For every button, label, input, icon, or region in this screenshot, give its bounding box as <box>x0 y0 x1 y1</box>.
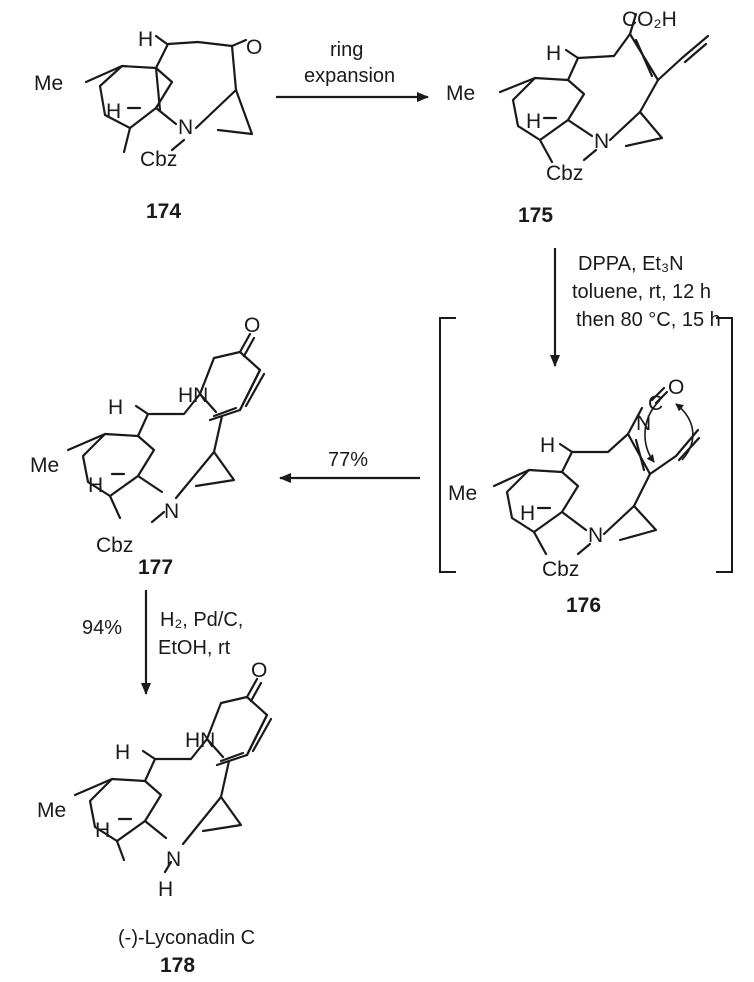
h-label-174a: H <box>138 28 153 51</box>
step4-line1: H₂, Pd/C, <box>160 609 243 631</box>
compound-number-174: 174 <box>146 200 181 223</box>
compound-number-177: 177 <box>138 556 173 579</box>
n-label-174: N <box>178 116 193 139</box>
h-label-178b: H <box>95 819 110 842</box>
compound-178 <box>73 677 273 874</box>
cbz-label-177: Cbz <box>96 534 133 557</box>
me-label-178: Me <box>37 799 66 822</box>
cbz-label-176: Cbz <box>542 558 579 581</box>
step1-line2: expansion <box>304 65 395 87</box>
step2-line1: DPPA, Et₃N <box>578 253 684 275</box>
me-label-176: Me <box>448 482 477 505</box>
compound-name-178: (-)-Lyconadin C <box>118 927 255 949</box>
me-label-175: Me <box>446 82 475 105</box>
compound-176 <box>492 386 701 556</box>
step2-line3: then 80 °C, 15 h <box>576 309 721 331</box>
me-label-177: Me <box>30 454 59 477</box>
compound-number-176: 176 <box>566 594 601 617</box>
hn-label-178: HN <box>185 729 215 752</box>
h-label-176a: H <box>540 434 555 457</box>
step4-line2: EtOH, rt <box>158 637 231 659</box>
n-label-177: N <box>164 500 179 523</box>
compound-175 <box>498 12 710 164</box>
h-label-177b: H <box>88 474 103 497</box>
step3-yield: 77% <box>328 449 368 471</box>
cbz-label-175: Cbz <box>546 162 583 185</box>
compound-177 <box>66 332 266 524</box>
h-label-177a: H <box>108 396 123 419</box>
o-label-178: O <box>251 659 267 682</box>
n-label-178: N <box>166 848 181 871</box>
n-label-176b: N <box>588 524 603 547</box>
o-label-177: O <box>244 314 260 337</box>
co2h-label-175: CO₂H <box>622 8 677 31</box>
o-label-174: O <box>246 36 262 59</box>
compound-number-175: 175 <box>518 204 553 227</box>
c-label-176: C <box>648 392 663 415</box>
h-label-175b: H <box>526 110 541 133</box>
h-label-178c: H <box>158 878 173 901</box>
n-label-175: N <box>594 130 609 153</box>
step2-line2: toluene, rt, 12 h <box>572 281 711 303</box>
h-label-178a: H <box>115 741 130 764</box>
left-bracket <box>439 317 456 573</box>
right-bracket <box>716 317 733 573</box>
hn-label-177: HN <box>178 384 208 407</box>
cbz-label-174: Cbz <box>140 148 177 171</box>
step4-yield: 94% <box>82 617 122 639</box>
h-label-174b: H <box>106 100 121 123</box>
o-label-176: O <box>668 376 684 399</box>
me-label-174: Me <box>34 72 63 95</box>
compound-174 <box>84 34 254 154</box>
h-label-176b: H <box>520 502 535 525</box>
compound-number-178: 178 <box>160 954 195 977</box>
step1-line1: ring <box>330 39 363 61</box>
h-label-175a: H <box>546 42 561 65</box>
n-label-176a: N <box>636 412 651 435</box>
